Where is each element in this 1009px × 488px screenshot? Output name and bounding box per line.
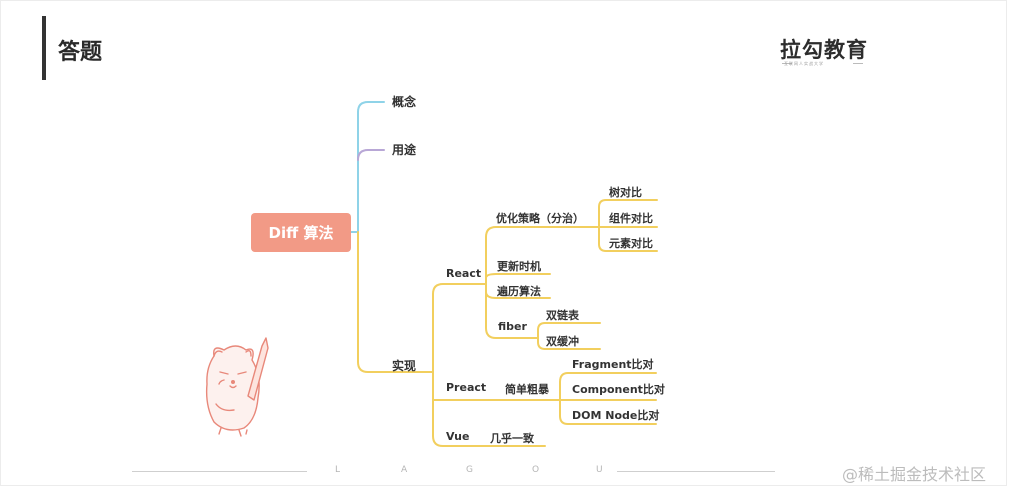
- connector-concept: [350, 101, 385, 233]
- connector-vue: [432, 399, 546, 447]
- node-double-buffer: 双缓冲: [546, 335, 579, 348]
- node-tree-compare: 树对比: [609, 186, 642, 199]
- connector-double-buffer: [537, 337, 601, 350]
- lagou-logo: 拉勾教育: [780, 38, 868, 62]
- connector-update-timing: [485, 273, 551, 285]
- connector-react: [432, 283, 480, 401]
- connector-element: [598, 226, 658, 252]
- root-node-diff-algorithm: Diff 算法: [251, 213, 351, 252]
- node-element-compare: 元素对比: [609, 237, 653, 250]
- footer-letter-a: A: [401, 465, 408, 475]
- node-usage: 用途: [392, 143, 417, 157]
- footer-letter-u: U: [596, 465, 603, 475]
- page-title: 答题: [58, 40, 103, 65]
- node-concept: 概念: [392, 95, 417, 109]
- connector-strategy: [485, 226, 595, 285]
- connector-usage: [357, 149, 385, 161]
- footer-letter-o: O: [532, 465, 540, 475]
- connector-linked-list: [537, 322, 601, 339]
- logo-tagline: 互联网人实战大学: [784, 61, 824, 66]
- connector-fragment: [559, 372, 657, 401]
- connector-impl: [357, 231, 419, 373]
- footer-letter-l: L: [335, 465, 341, 475]
- footer-letter-g: G: [466, 465, 473, 475]
- node-linked-list: 双链表: [546, 309, 579, 322]
- node-react: React: [446, 267, 482, 280]
- connector-dom-node: [559, 399, 657, 425]
- mascot-hamster: [205, 337, 269, 437]
- watermark: @稀土掘金技术社区: [842, 465, 987, 484]
- node-almost-same: 几乎一致: [490, 432, 534, 445]
- node-dom-node: DOM Node比对: [572, 409, 660, 422]
- node-preact: Preact: [446, 381, 487, 394]
- footer-divider-right: [617, 471, 775, 472]
- connector-fiber: [485, 283, 539, 339]
- node-update-timing: 更新时机: [497, 260, 541, 273]
- node-strategy: 优化策略（分治）: [496, 212, 584, 225]
- node-traversal: 遍历算法: [497, 285, 541, 298]
- node-vue: Vue: [446, 430, 470, 443]
- connector-tree: [598, 199, 658, 228]
- node-component: Component比对: [572, 383, 665, 396]
- node-simple: 简单粗暴: [505, 383, 549, 396]
- logo-divider-left: [782, 63, 792, 64]
- title-accent-bar: [42, 16, 46, 80]
- node-fragment: Fragment比对: [572, 358, 654, 371]
- footer-divider-left: [132, 471, 307, 472]
- node-impl: 实现: [392, 359, 417, 373]
- node-component-compare: 组件对比: [609, 212, 653, 225]
- logo-divider-right: [853, 63, 863, 64]
- node-fiber: fiber: [498, 320, 527, 333]
